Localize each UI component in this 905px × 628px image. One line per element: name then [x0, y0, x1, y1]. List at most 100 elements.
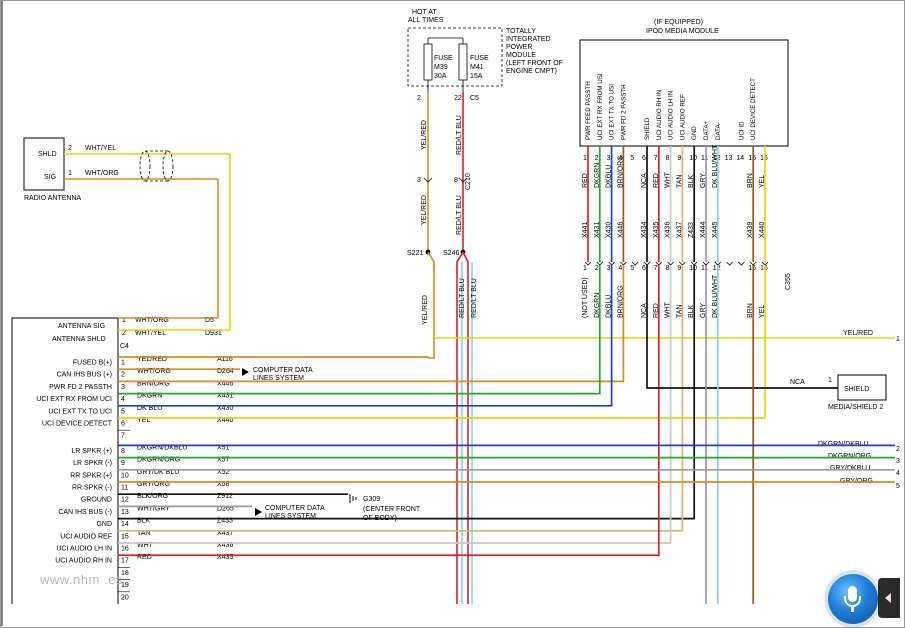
radio-pin-3: 3 — [121, 384, 125, 391]
cdl1-line2: LINES SYSTEM — [253, 375, 304, 382]
ant-wire-top: WHT/YEL — [85, 145, 116, 152]
ipod-func-1: PWR FEED PASSTH — [585, 81, 592, 140]
ipod-pinb-2: 2 — [595, 265, 599, 272]
c4-circ-1: D5 — [205, 317, 214, 324]
ipod-conn-mark — [631, 261, 639, 266]
tipm-title-1: INTEGRATED — [506, 36, 551, 43]
right-out-1-ref: 1 — [896, 336, 900, 343]
right-out-1-wire: YEL/RED — [843, 330, 873, 337]
radio-pin-16: 16 — [121, 546, 129, 553]
radio-func-4: UCI EXT RX FROM UCI — [36, 396, 112, 403]
radio-func-13: CAN IHS BUS (-) — [58, 509, 112, 516]
wire-x430 — [118, 265, 613, 407]
radio-func-15: UCI AUDIO REF — [60, 533, 112, 540]
shield-label: SHIELD — [844, 386, 869, 393]
radio-func-9: LR SPKR (-) — [73, 460, 112, 467]
radio-wire-8: DKGRN/DKBLU — [137, 444, 188, 451]
radio-circuit-8: X51 — [217, 444, 230, 451]
radio-wire-4: DKGRN — [137, 393, 162, 400]
c4-rows: ANTENNA SIG 1 WHT/ORG D5 ANTENNA SHLD 2 … — [52, 317, 230, 350]
ipod-header1: (IF EQUIPPED) — [654, 19, 703, 26]
ipod-pinb-6: 6 — [642, 265, 646, 272]
right-out-2-ref: 2 — [896, 446, 900, 453]
ipod-low-9: TAN — [676, 305, 683, 318]
ipod-pin-5: 5 — [630, 155, 634, 162]
vl-mid-right: RED/LT BLU — [456, 195, 463, 235]
tipm-title-5: ENGINE CMPT) — [506, 68, 557, 75]
radio-circuit-11: X58 — [217, 481, 230, 488]
fuse2-l1: FUSE — [470, 55, 489, 62]
radio-wire-2: WHT/ORG — [137, 368, 171, 375]
ipod-circuit-11: X444 — [700, 222, 707, 238]
tipm: HOT AT ALL TIMES FUSE M39 30A FUSE M41 1… — [407, 9, 563, 102]
vl-upper-left: YEL/RED — [421, 120, 428, 150]
ant-wire-bottom: WHT/ORG — [85, 170, 119, 177]
radio-wire-14: BLK — [137, 518, 151, 525]
ipod-pinb-8: 8 — [666, 265, 670, 272]
wire-a116 — [118, 356, 429, 358]
radio-pin-10: 10 — [121, 472, 129, 479]
radio-pin-20: 20 — [121, 594, 129, 601]
microphone-icon — [848, 586, 857, 602]
ipod-wire-8: WHT — [665, 171, 672, 188]
wires — [118, 146, 895, 604]
ipod-conn-label: C355 — [785, 273, 792, 290]
radio-func-3: PWR FD 2 PASSTH — [49, 384, 112, 391]
radio-func-10: RR SPKR (+) — [70, 472, 112, 479]
radio-func-5: UCI EXT TX TO UCI — [48, 408, 112, 415]
fuse-m39-symbol — [423, 43, 433, 81]
radio-func-14: GND — [96, 521, 112, 528]
ipod-pin-11: 11 — [701, 155, 708, 162]
ipod-func-3: UCI EXT TX TO USI — [609, 84, 616, 140]
scroll-left-button[interactable] — [878, 578, 900, 618]
ipod-wire-3: DKBLU — [606, 165, 613, 188]
ipod-conn-mark — [584, 261, 592, 266]
vl-lower-left: YEL/RED — [422, 295, 429, 325]
ground-id: G309 — [363, 496, 380, 503]
ipod-conn-mark — [738, 261, 745, 266]
ipod-wire-9: TAN — [676, 175, 683, 188]
radio-pin-18: 18 — [121, 570, 129, 577]
cdl1-line1: COMPUTER DATA — [253, 367, 313, 374]
ipod-pin-4: 4 — [618, 155, 622, 162]
c4-func-1: ANTENNA SIG — [58, 323, 105, 330]
ant-sig: SIG — [44, 174, 56, 181]
c4-label: C4 — [120, 343, 129, 350]
hotat-line2: ALL TIMES — [408, 17, 444, 24]
ipod-module: (IF EQUIPPED) IPOD MEDIA MODULE — [579, 19, 789, 147]
ant-shld: SHLD — [38, 151, 57, 158]
radio-wire-1: YEL/RED — [137, 356, 167, 363]
radio-wire-16: WHT — [137, 542, 154, 549]
ipod-pin-13: 13 — [725, 155, 733, 162]
radio-circuit-16: X436 — [217, 542, 233, 549]
radio-circuit-17: X435 — [217, 554, 233, 561]
vl-mid-left: YEL/RED — [421, 195, 428, 225]
radio-wire-17: RED — [137, 554, 152, 561]
ipod-func-7: UCI AUDIO RH IN — [656, 90, 663, 140]
radio-circuit-14: Z433 — [217, 518, 233, 525]
tipm-title-0: TOTALLY — [506, 28, 536, 35]
ipod-pinb-10: 10 — [689, 265, 697, 272]
fuse1-l2: M39 — [434, 64, 448, 71]
ipod-func-10: GND — [691, 126, 698, 140]
microphone-button[interactable] — [826, 572, 880, 626]
ipod-pin-9: 9 — [677, 155, 681, 162]
ipod-circuit-12: X445 — [712, 222, 719, 238]
radio-func-6: UCI DEVICE DETECT — [42, 421, 113, 428]
ipod-low-10: BLK — [688, 304, 695, 318]
radio-func-12: GROUND — [81, 497, 112, 504]
ipod-pin-10: 10 — [689, 155, 697, 162]
ipod-conn-mark — [726, 261, 733, 266]
radio-func-8: LR SPKR (+) — [71, 448, 112, 455]
c4-wire-2: WHT/YEL — [135, 330, 166, 337]
ipod-func-8: UCI AUDIO LH IN — [668, 91, 675, 140]
vl-upper-right: RED/LT BLU — [456, 115, 463, 155]
ipod-pinb-16: 16 — [760, 265, 768, 272]
ipod-pin-12: 12 — [713, 155, 721, 162]
radio-pin-2: 2 — [121, 372, 125, 379]
radio-pin-13: 13 — [121, 509, 129, 516]
radio-circuit-15: X437 — [217, 530, 233, 537]
wire-z433 — [118, 265, 696, 520]
